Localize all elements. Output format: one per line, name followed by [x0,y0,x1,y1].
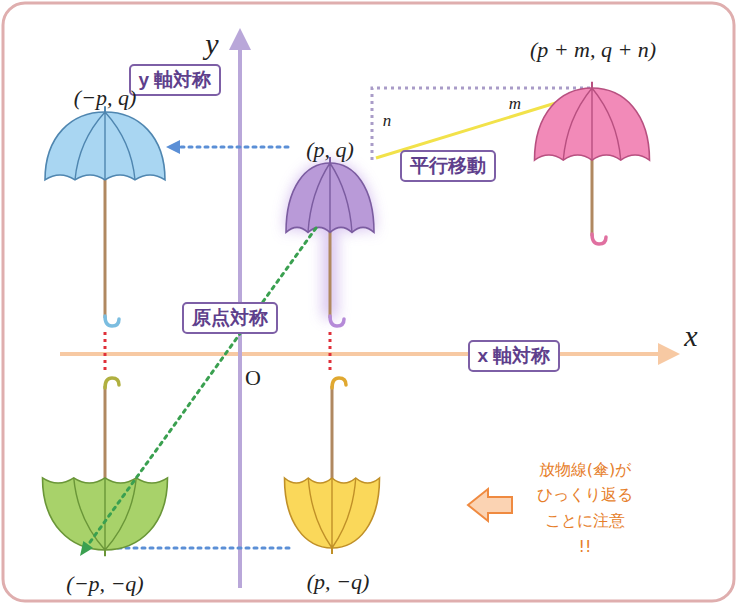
transform-label-box: 平行移動 [400,150,496,183]
offset-label: m [509,94,521,114]
highlight-glow [286,157,374,318]
transform-label-box: 原点対称 [182,302,278,335]
transform-label-box: y 軸対称 [129,64,222,97]
axis-name: x [684,319,697,354]
guide-arrowhead [80,541,93,556]
coordinate-label: (p + m, q + n) [530,37,656,62]
coordinate-label: (−p, q) [74,85,137,110]
box-text: 平行移動 [410,154,486,179]
symmetry-guide [178,146,288,149]
umbrella-purple [286,157,374,326]
umbrella-pink [535,82,650,244]
box-text: x 軸対称 [478,344,551,369]
coordinate-label: (p, q) [306,137,354,162]
origin-label: O [245,365,261,390]
box-text: 原点対称 [192,306,268,331]
coordinate-label: (−p, −q) [66,571,143,596]
coordinate-label: (p, −q) [307,569,370,594]
note-arrow [468,489,512,521]
x-axis [60,352,662,356]
umbrella-green [43,378,168,556]
symmetry-guide [110,547,290,550]
note-text: 放物線(傘)が ひっくり返る ことに注意 !! [537,457,633,559]
x-axis-arrowhead [658,343,680,365]
frame [3,3,734,601]
umbrella-blue [45,106,165,326]
offset-label: n [383,111,392,131]
symmetry-guide [329,332,332,370]
symmetry-guide [104,332,107,372]
transform-label-box: x 軸対称 [468,340,561,373]
box-text: y 軸対称 [139,68,212,93]
umbrella-yellow [285,378,380,554]
guide-arrowhead [166,140,180,154]
symmetry-guide [88,228,316,545]
axis-name: y [205,27,218,62]
y-axis-arrowhead [229,28,251,50]
